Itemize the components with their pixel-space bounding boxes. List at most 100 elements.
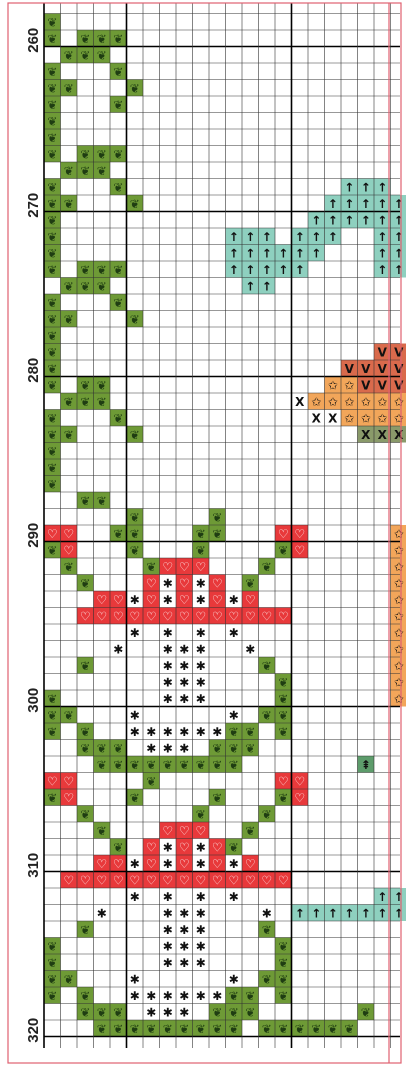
asterisk-icon: ✱ bbox=[127, 723, 144, 740]
stitch-symbol: ↑ bbox=[344, 180, 354, 194]
star-icon: ✩ bbox=[391, 393, 406, 410]
leaf-icon: ❦ bbox=[77, 921, 94, 938]
v-mark-icon: V bbox=[358, 377, 375, 394]
stitch-symbol: ↑ bbox=[295, 906, 305, 920]
stitch-symbol: ✩ bbox=[394, 527, 404, 541]
asterisk-icon: ✱ bbox=[127, 591, 144, 608]
stitch-symbol: V bbox=[378, 345, 388, 359]
stitch-symbol: ❦ bbox=[47, 147, 57, 161]
stitch-symbol: ❦ bbox=[196, 758, 206, 772]
asterisk-icon: ✱ bbox=[176, 921, 193, 938]
stitch-symbol: ❦ bbox=[47, 461, 57, 475]
stitch-symbol: ♡ bbox=[96, 857, 107, 871]
asterisk-icon: ✱ bbox=[226, 707, 243, 724]
heart-icon: ♡ bbox=[77, 608, 94, 625]
asterisk-icon: ✱ bbox=[143, 1004, 160, 1021]
stitch-symbol: ↑ bbox=[229, 230, 239, 244]
leaf-icon: ❦ bbox=[44, 723, 61, 740]
stitch-symbol: ↑ bbox=[394, 890, 404, 904]
leaf-icon: ❦ bbox=[292, 1020, 309, 1037]
stitch-symbol: ✱ bbox=[179, 692, 189, 706]
stitch-symbol: ↑ bbox=[311, 906, 321, 920]
star-icon: ✩ bbox=[308, 393, 325, 410]
stitch-symbol: ✱ bbox=[196, 890, 206, 904]
stitch-symbol: ✩ bbox=[328, 395, 338, 409]
heart-icon: ♡ bbox=[127, 872, 144, 889]
stitch-symbol: ♡ bbox=[261, 609, 272, 623]
leaf-icon: ❦ bbox=[44, 212, 61, 229]
stitch-symbol: ❦ bbox=[64, 312, 74, 326]
stitch-symbol: ❦ bbox=[344, 1022, 354, 1036]
leaf-icon: ❦ bbox=[110, 410, 127, 427]
asterisk-icon: ✱ bbox=[160, 624, 177, 641]
leaf-icon: ❦ bbox=[308, 1020, 325, 1037]
heart-icon: ♡ bbox=[143, 872, 160, 889]
stitch-symbol: ✩ bbox=[394, 642, 404, 656]
stitch-symbol: ↑ bbox=[394, 246, 404, 260]
stitch-symbol: ❦ bbox=[262, 1022, 272, 1036]
arrow-up-icon: ↑ bbox=[341, 212, 358, 229]
stitch-symbol: ✩ bbox=[394, 560, 404, 574]
leaf-icon: ❦ bbox=[44, 30, 61, 47]
stitch-symbol: ✱ bbox=[130, 890, 140, 904]
arrow-up-icon: ↑ bbox=[259, 228, 276, 245]
stitch-symbol: ❦ bbox=[80, 378, 90, 392]
leaf-icon: ❦ bbox=[77, 492, 94, 509]
stitch-symbol: ♡ bbox=[294, 774, 305, 788]
stitch-symbol: ✱ bbox=[163, 956, 173, 970]
leaf-icon: ❦ bbox=[110, 756, 127, 773]
asterisk-icon: ✱ bbox=[176, 740, 193, 757]
stitch-symbol: ✱ bbox=[179, 989, 189, 1003]
asterisk-icon: ✱ bbox=[127, 624, 144, 641]
leaf-icon: ❦ bbox=[44, 971, 61, 988]
leaf-icon: ❦ bbox=[259, 558, 276, 575]
heart-icon: ♡ bbox=[143, 855, 160, 872]
arrow-up-icon: ↑ bbox=[308, 905, 325, 922]
stitch-symbol: ❦ bbox=[113, 180, 123, 194]
stitch-symbol: ❦ bbox=[196, 527, 206, 541]
stitch-symbol: ✱ bbox=[196, 956, 206, 970]
stitch-symbol: ❦ bbox=[229, 1005, 239, 1019]
stitch-symbol: ❦ bbox=[64, 972, 74, 986]
asterisk-icon: ✱ bbox=[160, 888, 177, 905]
stitch-symbol: ♡ bbox=[162, 560, 173, 574]
stitch-symbol: ❦ bbox=[80, 741, 90, 755]
leaf-icon: ❦ bbox=[259, 806, 276, 823]
star-icon: ✩ bbox=[341, 377, 358, 394]
leaf-icon: ❦ bbox=[44, 261, 61, 278]
arrow-up-icon: ↑ bbox=[275, 261, 292, 278]
stitch-symbol: ♡ bbox=[96, 873, 107, 887]
leaf-icon: ❦ bbox=[242, 740, 259, 757]
stitch-symbol: ✱ bbox=[163, 989, 173, 1003]
stitch-symbol: ✱ bbox=[179, 725, 189, 739]
arrow-up-icon: ↑ bbox=[325, 212, 342, 229]
leaf-icon: ❦ bbox=[209, 789, 226, 806]
leaf-icon: ❦ bbox=[77, 377, 94, 394]
stitch-symbol: ✩ bbox=[377, 395, 387, 409]
asterisk-icon: ✱ bbox=[176, 690, 193, 707]
stitch-symbol: ❦ bbox=[212, 527, 222, 541]
leaf-icon: ❦ bbox=[226, 987, 243, 1004]
leaf-icon: ❦ bbox=[44, 113, 61, 130]
stitch-symbol: ✱ bbox=[229, 626, 239, 640]
stitch-symbol: ↑ bbox=[278, 246, 288, 260]
arrow-up-icon: ↑ bbox=[341, 905, 358, 922]
asterisk-icon: ✱ bbox=[160, 921, 177, 938]
star-icon: ✩ bbox=[341, 393, 358, 410]
stitch-symbol: ❦ bbox=[196, 1022, 206, 1036]
star-icon: ✩ bbox=[391, 410, 406, 427]
asterisk-icon: ✱ bbox=[176, 723, 193, 740]
asterisk-icon: ✱ bbox=[176, 1004, 193, 1021]
stitch-symbol: ❦ bbox=[130, 1022, 140, 1036]
stitch-symbol: ❦ bbox=[179, 1022, 189, 1036]
stitch-symbol: ✱ bbox=[196, 692, 206, 706]
heart-icon: ♡ bbox=[94, 855, 111, 872]
stitch-symbol: ✩ bbox=[361, 411, 371, 425]
leaf-icon: ❦ bbox=[44, 14, 61, 31]
stitch-symbol: ♡ bbox=[228, 609, 239, 623]
asterisk-icon: ✱ bbox=[160, 591, 177, 608]
heart-icon: ♡ bbox=[209, 608, 226, 625]
arrow-up-icon: ↑ bbox=[358, 195, 375, 212]
stitch-symbol: ♡ bbox=[47, 774, 58, 788]
stitch-symbol: ❦ bbox=[278, 725, 288, 739]
